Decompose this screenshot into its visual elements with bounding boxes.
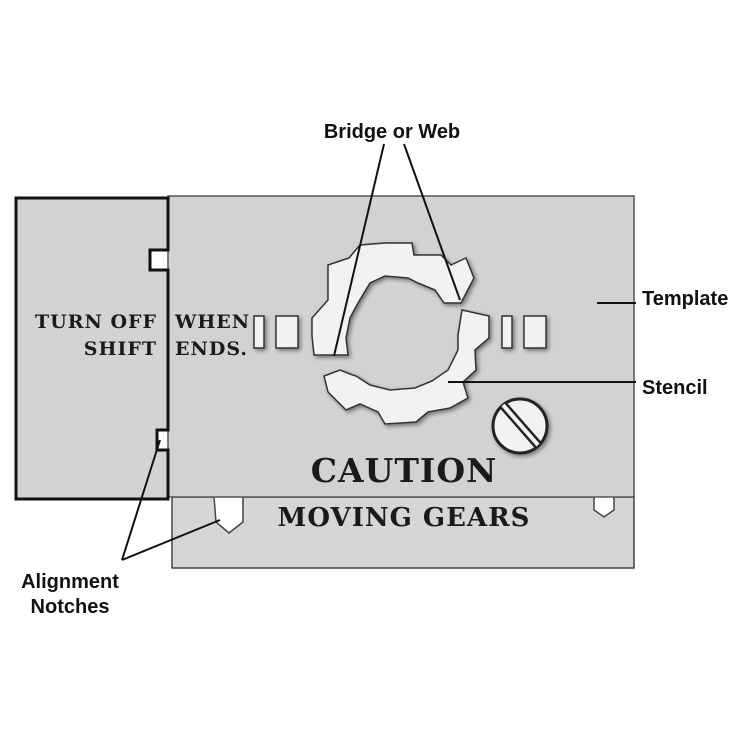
moving-gears-text: MOVING GEARS xyxy=(278,503,531,533)
main-text-ends: ENDS. xyxy=(175,338,248,360)
slot-left-1 xyxy=(253,315,265,349)
stencil-label: Stencil xyxy=(642,377,708,399)
left-text-turn-off: TURN OFF xyxy=(35,311,157,333)
slot-right-1 xyxy=(501,315,513,349)
caution-text: CAUTION xyxy=(311,451,498,490)
main-text-when: WHEN xyxy=(174,311,250,333)
lower-plate xyxy=(171,496,635,569)
notches-label: Notches xyxy=(31,596,110,618)
template-label: Template xyxy=(642,288,728,310)
gear-lower-half xyxy=(323,309,490,425)
slot-right-2 xyxy=(523,315,547,349)
gear-cutout xyxy=(311,242,490,425)
bridge-label: Bridge or Web xyxy=(324,121,460,143)
bridge-leader-left xyxy=(333,143,385,357)
alignment-label: Alignment xyxy=(21,571,119,593)
slot-left-2 xyxy=(275,315,299,349)
alignment-leader-left xyxy=(121,439,161,561)
callout-lines xyxy=(121,143,636,561)
left-plate xyxy=(14,196,170,501)
slot-cutouts xyxy=(253,315,547,349)
gear-upper-half xyxy=(311,242,475,356)
left-text-shift: SHIFT xyxy=(84,338,157,360)
bridge-leader-right xyxy=(403,143,461,301)
alignment-leader-right xyxy=(121,519,221,561)
screw-icon xyxy=(491,397,549,455)
